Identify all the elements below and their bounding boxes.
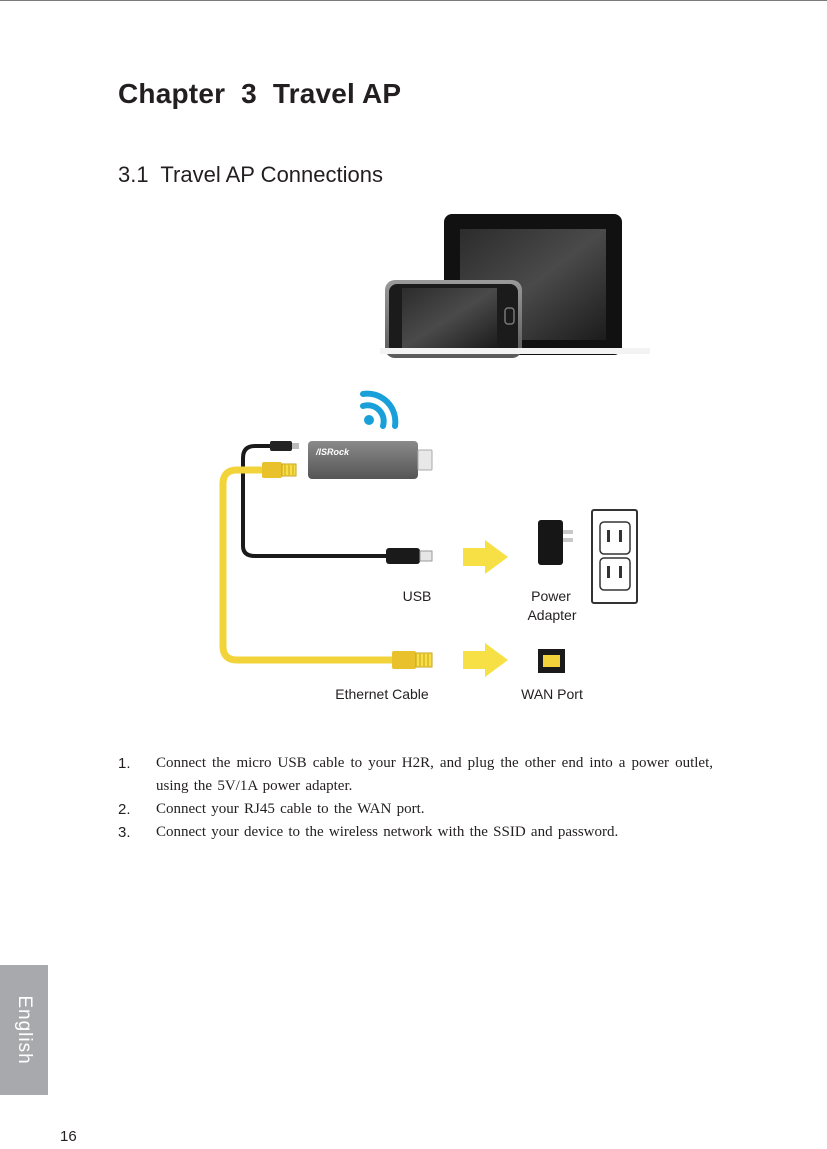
arrow-right-icon xyxy=(463,540,508,574)
rj45-connector xyxy=(392,651,433,669)
list-item: 3. Connect your device to the wireless n… xyxy=(118,821,713,844)
language-tab-label: English xyxy=(14,995,35,1065)
adapter-label: Adapter xyxy=(527,607,576,623)
connection-diagram: /ISRock USB Power Adapter Et xyxy=(219,214,650,702)
list-item: 2. Connect your RJ45 cable to the WAN po… xyxy=(118,798,713,821)
power-adapter-icon xyxy=(538,520,573,565)
language-tab: English xyxy=(0,965,48,1095)
device-shadow xyxy=(380,348,650,354)
top-rule xyxy=(0,0,827,1)
ethernet-cable xyxy=(219,466,394,664)
h2r-dongle: /ISRock xyxy=(308,441,433,479)
wan-port-label: WAN Port xyxy=(521,686,583,702)
wifi-icon xyxy=(360,390,399,429)
wall-outlet-icon xyxy=(591,509,638,604)
usb-cable xyxy=(241,444,388,558)
power-label: Power xyxy=(531,588,571,604)
section-title: 3.1 Travel AP Connections xyxy=(118,162,383,187)
step-number: 1. xyxy=(118,755,131,772)
page-number: 16 xyxy=(60,1128,77,1145)
arrow-right-icon xyxy=(463,643,508,677)
ethernet-cable-label: Ethernet Cable xyxy=(335,686,429,702)
step-number: 2. xyxy=(118,801,131,818)
usb-label: USB xyxy=(403,588,432,604)
step-text: Connect your RJ45 cable to the WAN port. xyxy=(156,801,425,817)
rj45-connector-dongle xyxy=(262,462,297,478)
rj45-port-icon xyxy=(538,649,565,673)
brand-logo: /ISRock xyxy=(315,447,350,457)
step-text: Connect the micro USB cable to your H2R,… xyxy=(156,755,713,794)
step-text: Connect your device to the wireless netw… xyxy=(156,824,619,840)
steps-list: 1. Connect the micro USB cable to your H… xyxy=(118,752,713,844)
usb-plug xyxy=(386,548,433,564)
micro-usb-connector xyxy=(270,441,299,451)
step-number: 3. xyxy=(118,824,131,841)
chapter-title: Chapter 3 Travel AP xyxy=(118,78,402,109)
list-item: 1. Connect the micro USB cable to your H… xyxy=(118,752,713,798)
smartphone-icon xyxy=(385,280,522,358)
